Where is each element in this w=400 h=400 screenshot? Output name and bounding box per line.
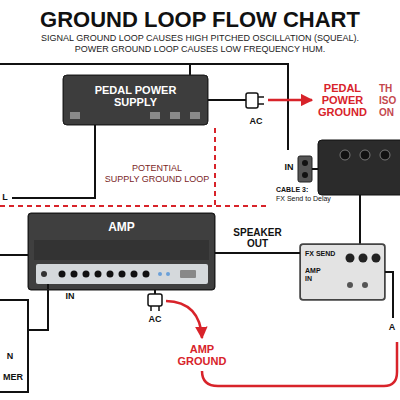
ground-label: AMP GROUND <box>178 343 227 367</box>
amp-body <box>28 213 215 290</box>
plug-prong <box>158 306 160 311</box>
amp-jack <box>41 271 47 277</box>
ground-loop-dashed <box>0 205 268 207</box>
jack-label: IN <box>285 163 294 173</box>
plug-label: AC <box>149 315 162 325</box>
amp-knob <box>83 271 90 278</box>
power-supply-box: PEDAL POWER SUPPLY <box>63 75 208 125</box>
subtitle: POWER GROUND LOOP CAUSES LOW FREQUENCY H… <box>75 45 326 55</box>
amp-knob <box>119 271 126 278</box>
jack-hole <box>302 160 308 166</box>
loop-note: POTENTIAL <box>132 164 182 174</box>
plug-prong <box>258 96 264 98</box>
amp-knob <box>107 271 114 278</box>
amp-control-panel <box>36 264 208 284</box>
ground-return-line <box>202 342 397 386</box>
speaker-cable <box>215 252 300 254</box>
amp-box: AMP <box>28 213 215 290</box>
ground-loop-dashed <box>214 128 216 206</box>
jack-hole <box>302 172 308 178</box>
signal-wire <box>0 254 28 256</box>
connector-label: SPEAKER OUT <box>231 227 283 249</box>
pedal-knob <box>340 150 350 160</box>
chart-title: GROUND LOOP FLOW CHART <box>40 8 360 32</box>
cut-off-note: ON <box>379 107 394 118</box>
amp-knob <box>131 271 138 278</box>
cut-off-note: ISO <box>379 95 396 106</box>
device-jack <box>347 282 353 288</box>
device-knob <box>359 254 368 263</box>
cable-label: CABLE 3: <box>276 186 308 194</box>
cut-off-note: N <box>7 352 14 362</box>
input-jack <box>298 156 312 182</box>
amp-knob <box>59 271 66 278</box>
delay-pedal <box>318 140 400 195</box>
amp-knob <box>71 271 78 278</box>
amp-light <box>166 272 170 276</box>
ground-arrow <box>166 301 202 338</box>
ac-plug <box>246 93 258 108</box>
supply-jack <box>150 112 160 119</box>
signal-wire <box>28 284 48 330</box>
power-wire <box>0 64 288 150</box>
plug-prong <box>150 306 152 311</box>
box-label: PEDAL POWER SUPPLY <box>91 84 181 108</box>
jack-label: IN <box>66 292 75 302</box>
cut-off-note: TH <box>379 83 392 94</box>
amp-switch <box>180 270 196 278</box>
jack-label: AMP IN <box>305 267 320 282</box>
plug-label: AC <box>250 117 263 127</box>
device-knob <box>346 254 355 263</box>
ac-plug <box>148 294 162 306</box>
cut-off-note: L <box>2 193 8 203</box>
pedal-knob <box>380 150 390 160</box>
power-wire <box>189 64 191 75</box>
cut-off-note: MER <box>3 373 23 383</box>
power-wire <box>12 125 95 198</box>
amp-grille <box>34 240 209 260</box>
plug-prong <box>258 103 264 105</box>
pedal-knob <box>360 150 370 160</box>
loop-device-box: FX SEND AMP IN <box>300 244 385 300</box>
amp-knob <box>95 271 102 278</box>
patch-cable <box>312 168 318 170</box>
device-jack <box>362 282 368 288</box>
power-supply-body <box>63 75 208 125</box>
power-wire <box>385 272 393 318</box>
power-cord <box>208 99 246 101</box>
box-label: AMP <box>108 221 135 234</box>
supply-jack <box>70 112 80 119</box>
amp-light <box>158 272 162 276</box>
ground-arrow <box>268 99 312 102</box>
loop-device-body <box>300 244 385 300</box>
cable-label: FX Send to Delay <box>276 195 331 203</box>
device-knob <box>372 254 381 263</box>
amp-knob <box>143 271 150 278</box>
ground-label: PEDAL POWER GROUND <box>318 82 367 118</box>
subtitle: SIGNAL GROUND LOOP CAUSES HIGH PITCHED O… <box>41 34 359 44</box>
transformer-box <box>0 300 28 392</box>
patch-cable <box>359 195 361 244</box>
supply-jack <box>170 112 180 119</box>
cut-off-note: A <box>389 323 396 333</box>
jack-label: FX SEND <box>305 250 335 258</box>
loop-note: SUPPLY GROUND LOOP <box>105 175 210 185</box>
supply-jack <box>190 112 200 119</box>
